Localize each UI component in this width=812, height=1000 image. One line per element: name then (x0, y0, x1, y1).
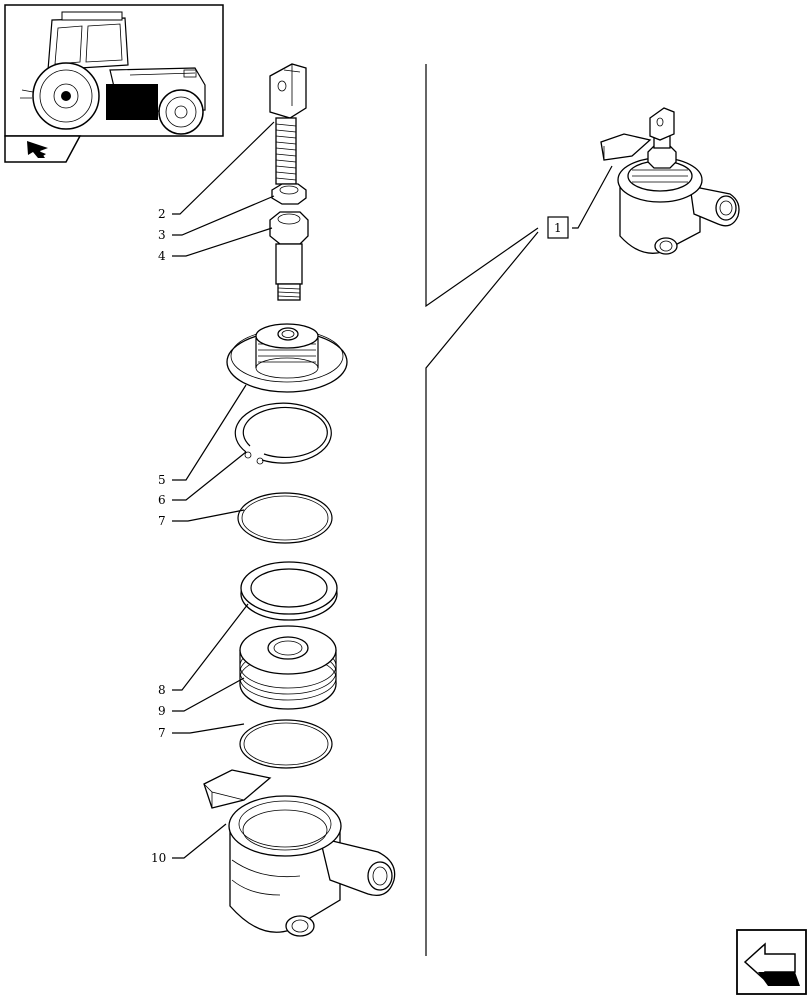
next-page-arrow-icon[interactable] (736, 929, 807, 995)
callout-labels: 2 3 4 5 6 7 8 9 7 10 1 (151, 207, 569, 865)
part-o-ring-upper (237, 492, 333, 544)
assembly-divider-line (425, 64, 539, 956)
part-snap-ring (234, 402, 332, 465)
previous-page-arrow-icon[interactable] (4, 135, 82, 163)
tractor-thumbnail[interactable] (4, 4, 224, 137)
part-clevis-bolt (269, 63, 307, 185)
part-cylinder-housing (203, 769, 396, 937)
callout-1: 1 (554, 221, 562, 235)
callout-2: 2 (158, 207, 166, 221)
assembled-cylinder-view (600, 107, 740, 255)
callout-6: 6 (158, 493, 166, 507)
callout-8: 8 (158, 683, 166, 697)
part-nut (271, 183, 307, 205)
callout-7-upper: 7 (158, 514, 166, 528)
callout-10: 10 (151, 851, 166, 865)
callout-5: 5 (158, 473, 166, 487)
leader-lines (172, 121, 613, 859)
part-backup-ring (240, 561, 338, 621)
callout-9: 9 (158, 704, 166, 718)
part-piston (239, 625, 337, 710)
part-cover-plate (226, 323, 348, 393)
callout-4: 4 (158, 249, 166, 263)
callout-1-box[interactable] (547, 216, 569, 239)
part-o-ring-lower (239, 719, 333, 769)
callout-7-lower: 7 (158, 726, 166, 740)
callout-3: 3 (158, 228, 166, 242)
part-threaded-stud (269, 211, 309, 301)
